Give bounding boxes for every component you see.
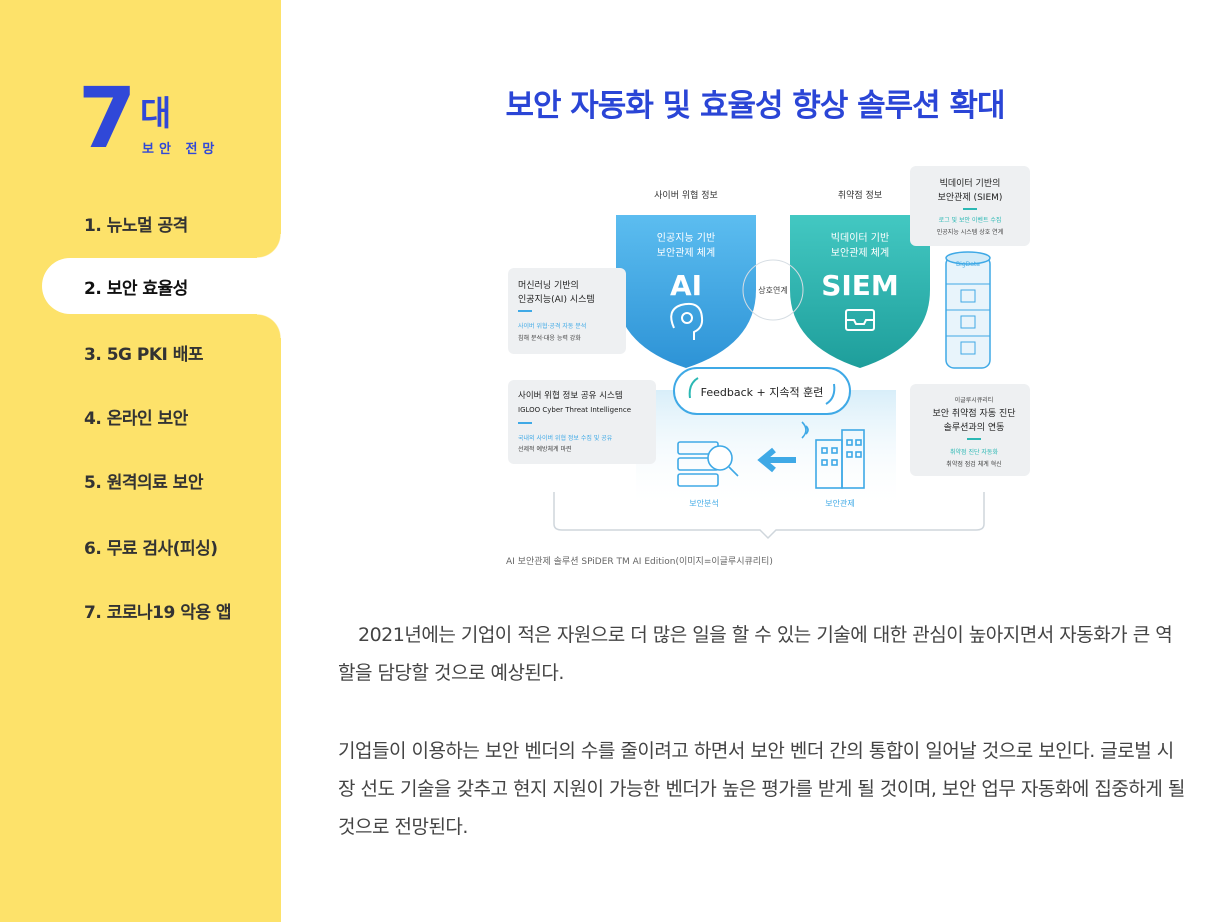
- box-vuln-title2: 솔루션과의 연동: [944, 422, 1005, 433]
- box-ml-bar: [518, 310, 532, 312]
- nav-item-1[interactable]: 1. 뉴노멀 공격: [84, 216, 188, 236]
- feedback-pill: [673, 367, 851, 415]
- logo-number: 7: [78, 69, 136, 167]
- server-search-icon: [677, 441, 739, 487]
- nav-item-2[interactable]: 2. 보안 효율성: [84, 279, 188, 299]
- ai-shield-big: AI: [670, 269, 702, 302]
- security-diagram: 사이버 위협 정보 취약점 정보 인공지능 기반 보안관제 체계 AI 빅데이터…: [506, 160, 1032, 540]
- box-siem-sub2: 인공지능 시스템 상호 연계: [937, 228, 1003, 236]
- box-cti: [508, 380, 656, 464]
- flow-arrow: [757, 447, 796, 473]
- ai-shield-line1: 인공지능 기반: [657, 232, 715, 244]
- nav-item-7[interactable]: 7. 코로나19 악용 앱: [84, 603, 232, 623]
- inbox-icon: [845, 309, 875, 331]
- feedback-arrow-left: [688, 377, 699, 399]
- ai-shield: [616, 215, 756, 368]
- box-ml: [508, 268, 626, 354]
- image-caption: AI 보안관제 솔루션 SPiDER TM AI Edition(이미지=이글루…: [506, 557, 773, 567]
- siem-shield-line2: 보안관제 체계: [831, 247, 889, 259]
- paragraph-2: 기업들이 이용하는 보안 벤더의 수를 줄이려고 하면서 보안 벤더 간의 통합…: [338, 740, 1185, 838]
- box-siem-bar: [963, 208, 977, 210]
- box-siem-title1: 빅데이터 기반의: [940, 178, 1001, 189]
- paragraph-1: 2021년에는 기업이 적은 자원으로 더 많은 일을 할 수 있는 기술에 대…: [338, 624, 1173, 684]
- logo: 7 대 보안 전망: [78, 76, 248, 162]
- box-vuln-sub2: 취약점 점검 체계 혁신: [946, 460, 1001, 468]
- nav-item-5[interactable]: 5. 원격의료 보안: [84, 473, 203, 493]
- ai-shield-line2: 보안관제 체계: [657, 247, 715, 259]
- feedback-label: Feedback + 지속적 훈련: [701, 386, 824, 399]
- box-vuln: [910, 384, 1030, 476]
- link-label: 상호연계: [758, 285, 787, 295]
- box-ml-title2: 인공지능(AI) 시스템: [518, 293, 595, 305]
- page-title: 보안 자동화 및 효율성 향상 솔루션 확대: [505, 88, 1005, 124]
- building-icon: [801, 421, 865, 489]
- box-vuln-title1: 보안 취약점 자동 진단: [932, 407, 1015, 419]
- label-vuln-info: 취약점 정보: [838, 189, 882, 201]
- siem-shield-line1: 빅데이터 기반: [831, 232, 889, 244]
- box-vuln-title0: 이글루시큐리티: [955, 396, 994, 404]
- feedback-arrow-right: [825, 383, 836, 405]
- box-vuln-sub1: 취약점 진단 자동화: [950, 448, 998, 456]
- bigdata-icon: [945, 251, 991, 369]
- box-cti-title2: IGLOO Cyber Threat Intelligence: [518, 406, 631, 414]
- logo-dae: 대: [140, 94, 172, 134]
- box-cti-sub2: 선제적 예방체계 마련: [518, 445, 572, 453]
- box-ml-sub1: 사이버 위협·공격 자동 분석: [518, 322, 586, 330]
- bigdata-label: BigData: [956, 261, 980, 268]
- control-label: 보안관제: [825, 498, 854, 508]
- box-siem-title2: 보안관제 (SIEM): [938, 192, 1003, 203]
- nav-item-6[interactable]: 6. 무료 검사(피싱): [84, 539, 218, 559]
- box-siem-sub1: 로그 및 보안 이벤트 수집: [939, 216, 1002, 224]
- label-cyber-threat: 사이버 위협 정보: [654, 189, 718, 201]
- siem-shield: [790, 215, 930, 368]
- brain-icon: [670, 302, 704, 340]
- sidebar: 7 대 보안 전망 1. 뉴노멀 공격 2. 보안 효율성 3. 5G PKI …: [0, 0, 281, 922]
- siem-shield-big: SIEM: [821, 269, 899, 302]
- nav-item-3[interactable]: 3. 5G PKI 배포: [84, 345, 204, 365]
- box-cti-bar: [518, 422, 532, 424]
- nav-active-highlight: [42, 234, 281, 338]
- box-ml-sub2: 침해 분석·대응 능력 강화: [518, 334, 581, 342]
- analysis-label: 보안분석: [689, 498, 718, 508]
- logo-subtitle: 보안 전망: [142, 142, 220, 157]
- box-cti-title1: 사이버 위협 정보 공유 시스템: [518, 390, 623, 401]
- bottom-bracket: [553, 492, 985, 540]
- box-cti-sub1: 국내외 사이버 위협 정보 수집 및 공유: [518, 434, 613, 442]
- box-vuln-bar: [967, 438, 981, 440]
- nav-item-4[interactable]: 4. 온라인 보안: [84, 409, 188, 429]
- box-siem: [910, 166, 1030, 246]
- box-ml-title1: 머신러닝 기반의: [518, 280, 579, 291]
- link-circle: [742, 259, 804, 321]
